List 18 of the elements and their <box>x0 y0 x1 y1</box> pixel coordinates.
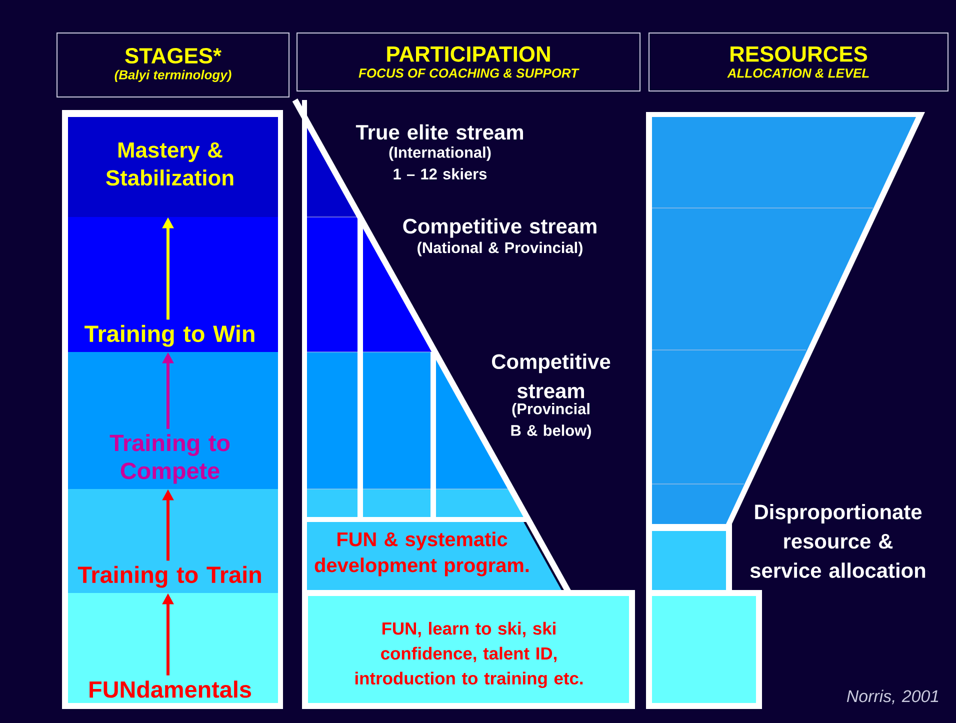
source-credit: Norris, 2001 <box>846 690 938 704</box>
header-box: RESOURCES ALLOCATION & LEVEL <box>648 32 948 92</box>
stage-band: Mastery & Stabilization <box>68 117 278 217</box>
stage-band: Training to Train <box>68 489 278 593</box>
stage-band: Training to Compete <box>68 352 278 489</box>
header-box: PARTICIPATION FOCUS OF COACHING & SUPPORT <box>296 32 640 92</box>
stream-note: (National & Provincial) <box>418 242 582 256</box>
program-box: FUN, learn to ski, ski confidence, talent ID, introduction to training etc. <box>302 590 635 709</box>
stream-note: (Provincial B & below) <box>511 403 591 439</box>
stream-label: Competitive stream <box>492 354 610 398</box>
program-box: FUN & systematic development program. <box>307 522 562 590</box>
stream-label: True elite stream <box>356 124 523 140</box>
stage-band: FUNdamentals <box>68 593 278 703</box>
stream-note: (International) 1 – 12 skiers <box>389 146 491 180</box>
header-box: STAGES* (Balyi terminology) <box>56 32 290 98</box>
stage-band: Training to Win <box>68 217 278 352</box>
stream-label: Competitive stream <box>403 218 596 238</box>
annotation-text: Disproportionate resource & service allocation <box>750 504 926 578</box>
